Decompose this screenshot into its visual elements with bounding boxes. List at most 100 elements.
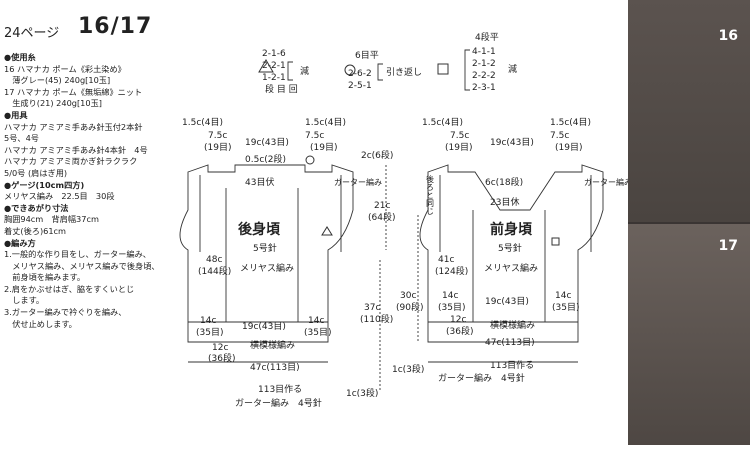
schematic-svg: 2-1-62-2-11-2-1段 目 回減6目平2-6-22-5-1引き返し4段… (179, 31, 632, 409)
back-armhole-len: 21c (374, 201, 390, 211)
page-label: 24ページ (4, 26, 60, 41)
back-side-sts: (35目) (196, 327, 223, 338)
front-garter-side: ガーター編み (584, 177, 630, 187)
back-body-len: 48c (206, 255, 222, 265)
back-neck-depth: 0.5c(2段) (245, 153, 286, 165)
back-neck-bind: 43目伏 (245, 176, 274, 188)
back-neck: 19c(43目) (245, 137, 289, 148)
front-total-len: 30c (400, 291, 416, 301)
back-hem-pattern: 横模様編み (250, 339, 295, 351)
front-body-len: 41c (438, 255, 454, 265)
info-line: 着丈(後ろ)61cm (4, 225, 67, 236)
front-hem-edge: 1c(3段) (392, 363, 424, 375)
legend-tri-bracket (287, 61, 293, 81)
back-shoulder-inner-r: 7.5c (305, 131, 324, 141)
legend-tri-row-2: 2-2-1 (262, 61, 286, 71)
front-square-marker (551, 237, 560, 246)
front-back-same: 後ろと同じ (426, 174, 435, 215)
front-shoulder-inner-r: 7.5c (550, 131, 569, 141)
front-cast-on: 113目作る (490, 359, 534, 371)
info-line: メリヤス編み 22.5目 30段 (4, 191, 115, 202)
legend-sq-row-4: 2-3-1 (472, 83, 496, 93)
info-line: します。 (4, 295, 45, 306)
legend-circ-top: 6目平 (355, 50, 379, 61)
back-hem-rows: (36段) (208, 352, 235, 364)
legend-sq-row-2: 2-1-2 (472, 59, 496, 69)
legend-sq-row-1: 4-1-1 (472, 47, 496, 57)
info-line: ●編み方 (4, 237, 36, 248)
back-garter-side: ガーター編み (334, 177, 382, 187)
legend-circ-row-2: 2-5-1 (348, 81, 372, 91)
back-armhole-depth: 2c(6段) (361, 149, 393, 161)
front-side-panel-r: 14c (555, 291, 571, 301)
front-shoulder-inner: 7.5c (450, 131, 469, 141)
back-title: 後身頃 (238, 221, 281, 238)
back-circle-marker (305, 155, 315, 165)
photo-label-17: 17 (718, 238, 738, 254)
front-neck-depth: 6c(18段) (485, 176, 523, 188)
back-hem-depth: 12c (212, 343, 228, 353)
info-line: 3.ガーター編みで衿ぐりを編み、 (4, 307, 127, 318)
legend-circ-row-1: 2-6-2 (348, 69, 372, 79)
info-line: 生成り(21) 240g[10玉] (4, 98, 102, 109)
legend-circ-suffix: 引き返し (386, 66, 422, 78)
back-side-sts-r: (35目) (304, 327, 331, 338)
front-shoulder-sts: (19目) (445, 142, 472, 153)
front-shoulder-outer: 1.5c(4目) (422, 117, 463, 128)
info-line: メリヤス編み、メリヤス編みで後身頃、 (4, 260, 160, 271)
legend-sq-row-3: 2-2-2 (472, 71, 496, 81)
front-center-panel: 19c(43目) (485, 296, 529, 307)
back-shoulder-sts: (19目) (204, 142, 231, 153)
info-line: ●用具 (4, 109, 28, 120)
info-line: 伏せ止めします。 (4, 318, 77, 329)
front-hem-depth: 12c (450, 315, 466, 325)
back-total-rows: (110段) (360, 313, 393, 325)
front-side-sts-r: (35目) (552, 302, 579, 313)
back-shoulder-inner: 7.5c (208, 131, 227, 141)
front-side-sts: (35目) (438, 302, 465, 313)
legend-sq-bracket (464, 49, 470, 91)
legend-tri-suffix: 減 (300, 65, 309, 77)
info-line: 17 ハマナカ ポーム《無垢綿》ニット (4, 86, 143, 97)
square-symbol (437, 63, 449, 75)
sample-photos: 16 17 (628, 0, 750, 445)
back-body-rows: (144段) (198, 265, 231, 277)
pattern-number: 16/17 (78, 14, 153, 39)
info-line: ハマナカ アミアミ手あみ針玉付2本針 (4, 121, 143, 132)
front-neck: 19c(43目) (490, 137, 534, 148)
info-line: ●できあがり寸法 (4, 202, 69, 213)
back-triangle-marker (321, 226, 333, 236)
back-needle: 5号針 (253, 242, 277, 254)
front-garter-hem: ガーター編み 4号針 (438, 372, 525, 384)
front-hem-pattern: 横模様編み (490, 319, 535, 331)
info-line: ●使用糸 (4, 52, 36, 62)
legend-tri-caption: 段 目 回 (265, 83, 298, 95)
legend-sq-suffix: 減 (508, 63, 517, 75)
back-outline (179, 164, 354, 343)
back-armhole-rows: (64段) (368, 211, 395, 223)
front-side-panel: 14c (442, 291, 458, 301)
back-shoulder-outer-r: 1.5c(4目) (305, 117, 346, 128)
back-side-panel-r: 14c (308, 316, 324, 326)
info-line: ●ゲージ(10cm四方) (4, 179, 85, 190)
info-line: 16 ハマナカ ポーム《彩土染め》 (4, 63, 126, 74)
circle-symbol (344, 64, 356, 76)
info-line: 薄グレー(45) 240g[10玉] (4, 75, 111, 86)
triangle-symbol (258, 59, 274, 73)
front-shoulder-sts-r: (19目) (555, 142, 582, 153)
info-line: 胸囲94cm 背肩幅37cm (4, 214, 99, 225)
front-needle: 5号針 (498, 242, 522, 254)
back-stitch: メリヤス編み (240, 262, 294, 274)
back-side-panel: 14c (200, 316, 216, 326)
back-shoulder-sts-r: (19目) (310, 142, 337, 153)
back-garter-hem: ガーター編み 4号針 (235, 397, 322, 409)
front-shoulder-outer-r: 1.5c(4目) (550, 117, 591, 128)
legend-circ-bracket (377, 63, 383, 81)
legend-tri-row-1: 2-1-6 (262, 49, 286, 59)
front-outline (419, 164, 604, 343)
front-title: 前身頃 (490, 221, 533, 238)
photo-label-16: 16 (718, 28, 738, 44)
